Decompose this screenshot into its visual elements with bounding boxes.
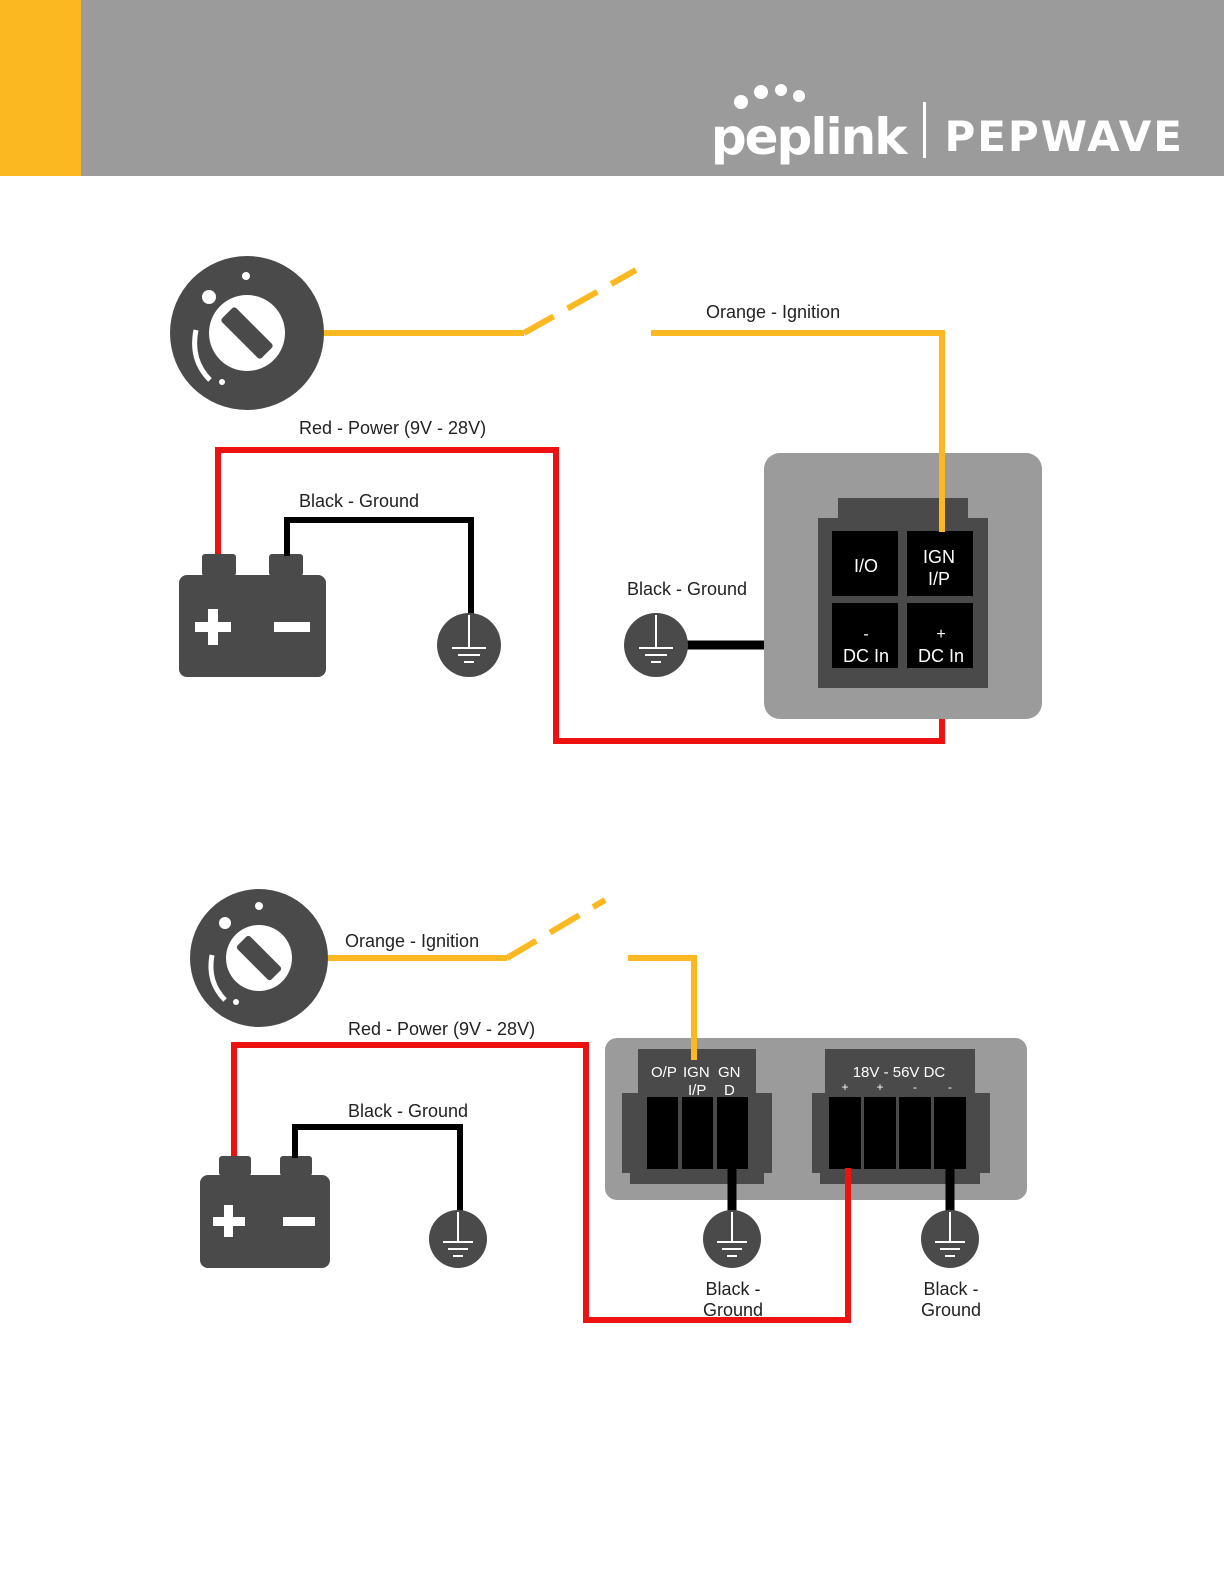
conn-ign-label: IGN: [683, 1064, 710, 1081]
pin-io-label: I/O: [854, 556, 878, 576]
battery-icon-2: [200, 1156, 330, 1268]
label-red-power-2: Red - Power (9V - 28V): [348, 1019, 535, 1039]
label-ground-mid-1: Black -: [705, 1279, 760, 1299]
label-ground-right-1: Black -: [923, 1279, 978, 1299]
device-connector-4pin: [764, 453, 1042, 719]
conn-ip-label: I/P: [688, 1082, 706, 1099]
ground-icon-device-1: [624, 613, 688, 677]
diagram-2: Orange - Ignition Red - Power (9V - 28V)…: [190, 889, 1027, 1320]
conn-gn-label: GN: [718, 1064, 741, 1081]
dc-pin1-sign: +: [841, 1080, 848, 1094]
ground-icon-battery-2: [429, 1210, 487, 1268]
conn-op-label: O/P: [651, 1064, 677, 1081]
conn-d-label: D: [724, 1082, 735, 1099]
battery-icon-1: [179, 554, 326, 677]
pin-dcpos-label: DC In: [918, 646, 964, 666]
label-black-ground-device-1: Black - Ground: [627, 579, 747, 599]
ignition-key-icon-2: [190, 889, 328, 1027]
label-black-ground-battery-2: Black - Ground: [348, 1101, 468, 1121]
dc-pin4-sign: -: [948, 1080, 952, 1094]
label-orange-ignition-1: Orange - Ignition: [706, 302, 840, 322]
ground-icon-mid-2: [703, 1210, 761, 1268]
pin-dcpos-sign: +: [936, 626, 945, 643]
ignition-key-icon-1: [170, 256, 324, 410]
label-orange-ignition-2: Orange - Ignition: [345, 931, 479, 951]
label-black-ground-battery-1: Black - Ground: [299, 491, 419, 511]
pin-dcneg-label: DC In: [843, 646, 889, 666]
dc-pin2-sign: +: [876, 1080, 883, 1094]
label-red-power-1: Red - Power (9V - 28V): [299, 418, 486, 438]
pin-ign-label-1: IGN: [923, 547, 955, 567]
pin-ign-label-2: I/P: [928, 569, 950, 589]
diagram-1: Orange - Ignition Red - Power (9V - 28V)…: [170, 256, 1042, 741]
dc-pin3-sign: -: [913, 1080, 917, 1094]
pin-dcneg-sign: -: [863, 626, 868, 643]
ground-icon-battery-1: [437, 613, 501, 677]
label-ground-mid-2: Ground: [703, 1300, 763, 1320]
label-ground-right-2: Ground: [921, 1300, 981, 1320]
ground-icon-right-2: [921, 1210, 979, 1268]
dc-title-label: 18V - 56V DC: [853, 1064, 946, 1081]
